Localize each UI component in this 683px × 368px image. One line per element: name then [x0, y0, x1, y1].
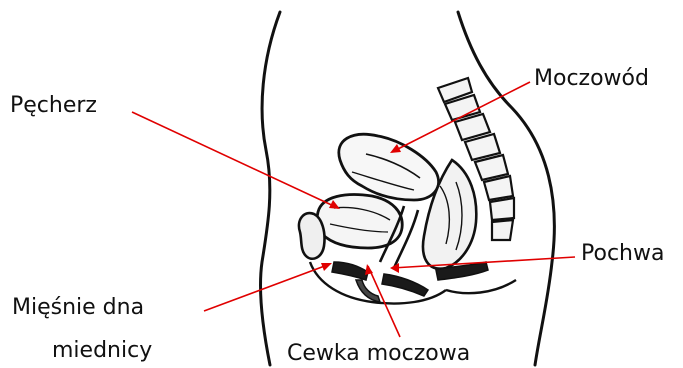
pelvic-floor: [332, 262, 488, 302]
pelvic-floor-pointer: [204, 264, 330, 311]
urethra-label: Cewka moczowa: [287, 343, 470, 365]
pubic-bone: [299, 213, 325, 259]
front-body-contour: [260, 12, 280, 365]
pelvic-floor-label-line1: Mięśnie dna: [12, 297, 144, 319]
uterus: [339, 134, 439, 200]
pelvic-floor-label-line2: miednicy: [52, 340, 152, 362]
vagina-label: Pochwa: [581, 243, 664, 265]
ureter-label: Moczowód: [534, 68, 649, 90]
pelvic-floor-arrowhead: [321, 263, 332, 271]
bladder-pointer: [132, 112, 338, 208]
bladder-label: Pęcherz: [10, 95, 97, 117]
buttock-outline: [446, 280, 516, 293]
